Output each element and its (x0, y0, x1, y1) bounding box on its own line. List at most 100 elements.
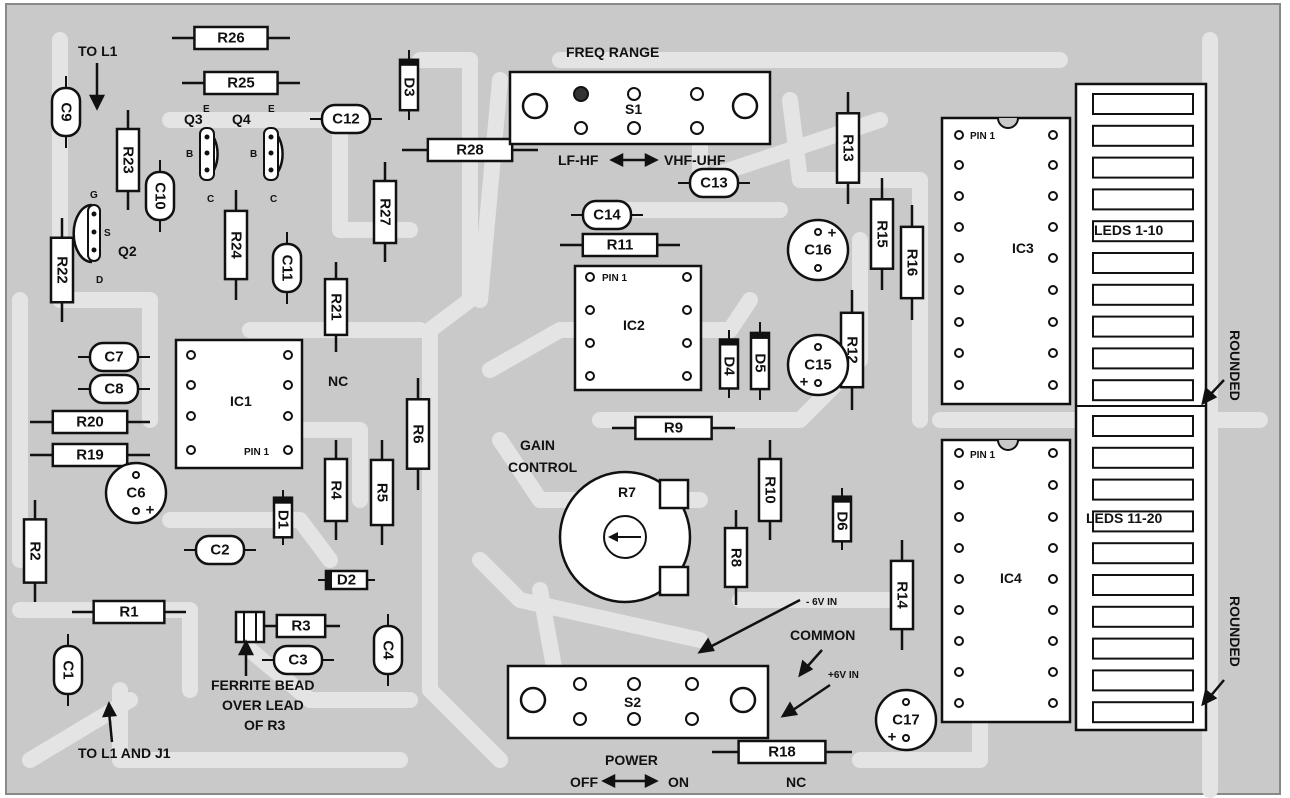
q4-pin-b: B (250, 149, 257, 160)
capacitor-c11: C11 (271, 232, 303, 304)
transistor-q3: Q3 E B C (184, 104, 219, 205)
power-switch-arrow (601, 773, 659, 789)
r2-label: R2 (27, 541, 44, 560)
led-segment (1092, 315, 1194, 338)
resistor-r13: R13 (835, 92, 861, 204)
vhf-uhf-label: VHF-UHF (664, 152, 726, 168)
freq-range-label: FREQ RANGE (566, 44, 659, 60)
r20-label: R20 (76, 414, 104, 431)
d3-label: D3 (401, 77, 418, 96)
r11-label: R11 (607, 237, 634, 254)
c2-label: C2 (210, 542, 229, 559)
r10-label: R10 (762, 476, 779, 504)
copper-traces (12, 32, 1268, 798)
r26-label: R26 (217, 30, 245, 47)
c6-label: C6 (126, 485, 145, 502)
diode-d2: D2 (318, 569, 375, 591)
resistor-r27: R27 (372, 162, 398, 262)
ic1: IC1 PIN 1 (174, 338, 304, 470)
c16-polarity-mark: + (828, 225, 837, 242)
resistor-r26: R26 (172, 25, 290, 51)
resistor-r1: R1 (72, 599, 186, 625)
q4-pin-e: E (268, 104, 275, 115)
diode-d1: D1 (272, 490, 294, 545)
c10-label: C10 (152, 182, 169, 210)
r13-label: R13 (840, 134, 857, 162)
r1-label: R1 (119, 604, 138, 621)
resistor-r16: R16 (899, 205, 925, 320)
resistor-r18: R18 (712, 739, 852, 765)
led-segment (1092, 93, 1194, 115)
led-segment (1092, 637, 1194, 660)
control-label: CONTROL (508, 459, 578, 475)
c11-label: C11 (279, 255, 296, 282)
resistor-r6: R6 (405, 378, 431, 490)
electrolytic-c17: C17+ (874, 688, 938, 752)
to-l1-j1-label: TO L1 AND J1 (78, 745, 171, 761)
electrolytic-capacitors: C6+C16+C15+C17+ (104, 218, 938, 752)
ferrite-label-line2: OVER LEAD (222, 697, 304, 713)
led-segment (1092, 124, 1194, 147)
s2-label: S2 (624, 694, 641, 710)
r16-label: R16 (904, 249, 921, 277)
d1-label: D1 (275, 510, 292, 529)
capacitor-c7: C7 (78, 341, 150, 373)
led-segment (1092, 669, 1194, 692)
led-segment (1092, 510, 1194, 533)
r9-label: R9 (664, 420, 683, 437)
led-segment (1092, 701, 1194, 724)
c17-polarity-mark: + (888, 729, 897, 746)
led-segment (1092, 542, 1194, 565)
resistor-r15: R15 (869, 178, 895, 290)
diode-d6: D6 (831, 488, 853, 550)
r15-label: R15 (874, 220, 891, 248)
c7-label: C7 (104, 349, 123, 366)
r4-label: R4 (328, 480, 345, 500)
resistor-r3: R3 (262, 613, 340, 639)
ferrite-label-line3: OF R3 (244, 717, 285, 733)
led-segment (1092, 605, 1194, 628)
r28-label: R28 (456, 142, 484, 159)
d2-label: D2 (337, 572, 356, 589)
q2-pin-d: D (96, 275, 103, 286)
capacitor-c8: C8 (78, 373, 150, 405)
ic2-label: IC2 (623, 317, 645, 333)
capacitor-c12: C12 (310, 103, 382, 135)
r7-label: R7 (618, 484, 636, 500)
q2-pin-s: S (104, 228, 111, 239)
d5-label: D5 (752, 353, 769, 372)
q3-label: Q3 (184, 111, 203, 127)
off-label: OFF (570, 774, 598, 790)
q3-pin-b: B (186, 149, 193, 160)
q2-label: Q2 (118, 243, 137, 259)
gain-label: GAIN (520, 437, 555, 453)
r6-label: R6 (410, 424, 427, 443)
resistor-r14: R14 (889, 540, 915, 650)
capacitor-c1: C1 (52, 634, 84, 706)
ic2: IC2 PIN 1 (573, 264, 703, 392)
c17-label: C17 (892, 712, 920, 729)
d6-label: D6 (834, 511, 851, 530)
capacitor-c13: C13 (678, 167, 750, 199)
c9-label: C9 (58, 102, 75, 121)
led-segment (1092, 252, 1194, 274)
common-label: COMMON (790, 627, 855, 643)
r5-label: R5 (374, 483, 391, 502)
ic4-label: IC4 (1000, 570, 1022, 586)
resistor-r11: R11 (560, 232, 680, 258)
ic1-label: IC1 (230, 393, 252, 409)
led-segment (1092, 415, 1194, 437)
on-label: ON (668, 774, 689, 790)
c3-label: C3 (288, 652, 307, 669)
r3-label: R3 (291, 618, 310, 635)
ic3-label: IC3 (1012, 240, 1034, 256)
rounded-label-1: ROUNDED (1227, 330, 1243, 401)
r8-label: R8 (728, 548, 745, 567)
capacitor-c3: C3 (262, 644, 334, 676)
c15-polarity-mark: + (800, 374, 809, 391)
r25-label: R25 (227, 75, 255, 92)
led-segment (1092, 379, 1194, 402)
c13-label: C13 (700, 175, 728, 192)
resistor-r28: R28 (402, 137, 538, 163)
